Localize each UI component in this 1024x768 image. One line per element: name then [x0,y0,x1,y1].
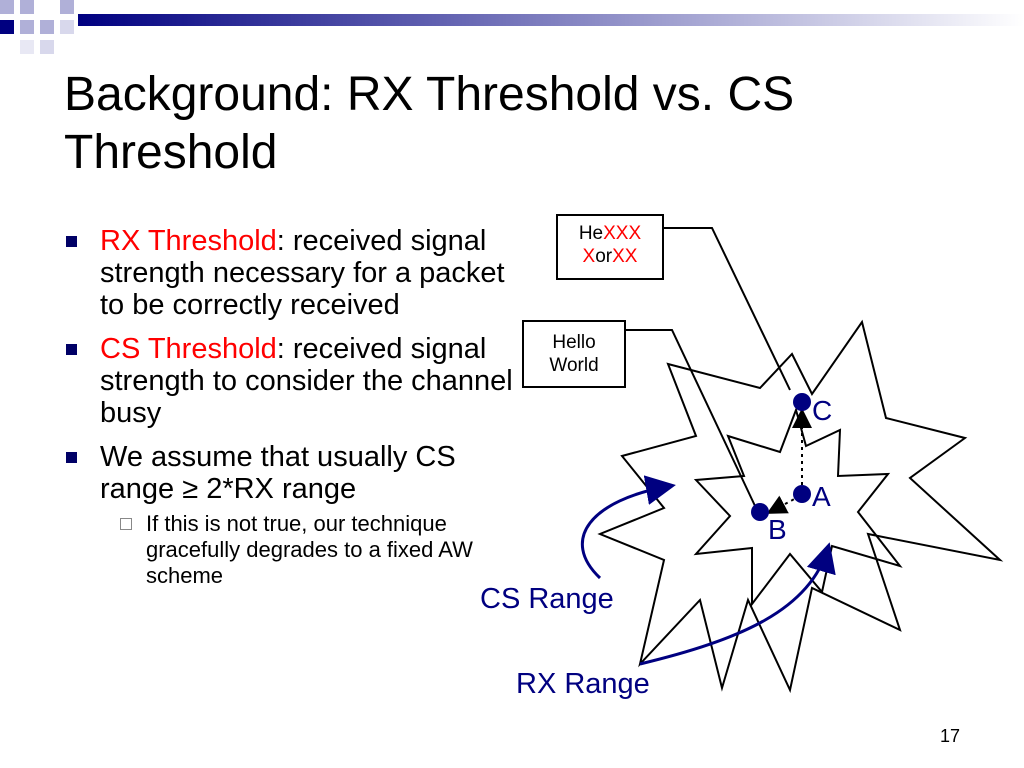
sub-bullet-item: If this is not true, our technique grace… [62,511,522,589]
node-c [793,393,811,411]
a-to-b-arrow [766,495,801,514]
bullet-text: We assume that usually CS range ≥ 2*RX r… [100,441,456,505]
rx-range-label: RX Range [516,668,650,700]
node-a [793,485,811,503]
box1-text-red: XXX [603,223,642,244]
bullet-highlight: CS Threshold [100,333,277,365]
xxx-packet-box: HeXXX XorXX [556,214,664,280]
node-b-label: B [768,514,787,545]
square-bullet-icon [66,344,77,355]
box1-text: He [578,223,604,244]
cs-range-star [597,319,1004,694]
rx-range-pointer [639,542,836,666]
bullet-item: RX Threshold: received signal strength n… [62,225,522,321]
header-decoration [0,0,1024,54]
box1-text-red: X [582,246,596,267]
hollow-square-bullet-icon [120,518,132,530]
bullet-highlight: RX Threshold [100,225,277,257]
node-a-label: A [812,481,831,512]
slide-number: 17 [940,726,961,746]
cs-range-pointer [580,475,676,580]
bullet-text: : received signal strength necessary for… [100,225,505,321]
box1-text: or [595,246,613,267]
square-bullet-icon [66,452,77,463]
bullet-item: CS Threshold: received signal strength t… [62,333,522,429]
box2-connector [626,329,757,509]
cs-range-label: CS Range [480,583,614,615]
box1-text-red: XX [612,246,638,267]
rx-range-star [693,406,903,607]
bullet-list: RX Threshold: received signal strength n… [62,225,522,589]
sub-bullet-text: If this is not true, our technique grace… [146,511,473,588]
bullet-item: We assume that usually CS range ≥ 2*RX r… [62,441,522,505]
node-c-label: C [812,395,833,426]
box2-line: Hello [552,332,596,353]
box2-line: World [549,355,599,376]
slide-title: Background: RX Threshold vs. CS Threshol… [64,68,795,179]
bullet-text: : received signal strength to consider t… [100,333,513,429]
square-bullet-icon [66,236,77,247]
box1-connector [664,227,791,391]
hello-world-box: Hello World [522,320,626,388]
node-b [751,503,769,521]
